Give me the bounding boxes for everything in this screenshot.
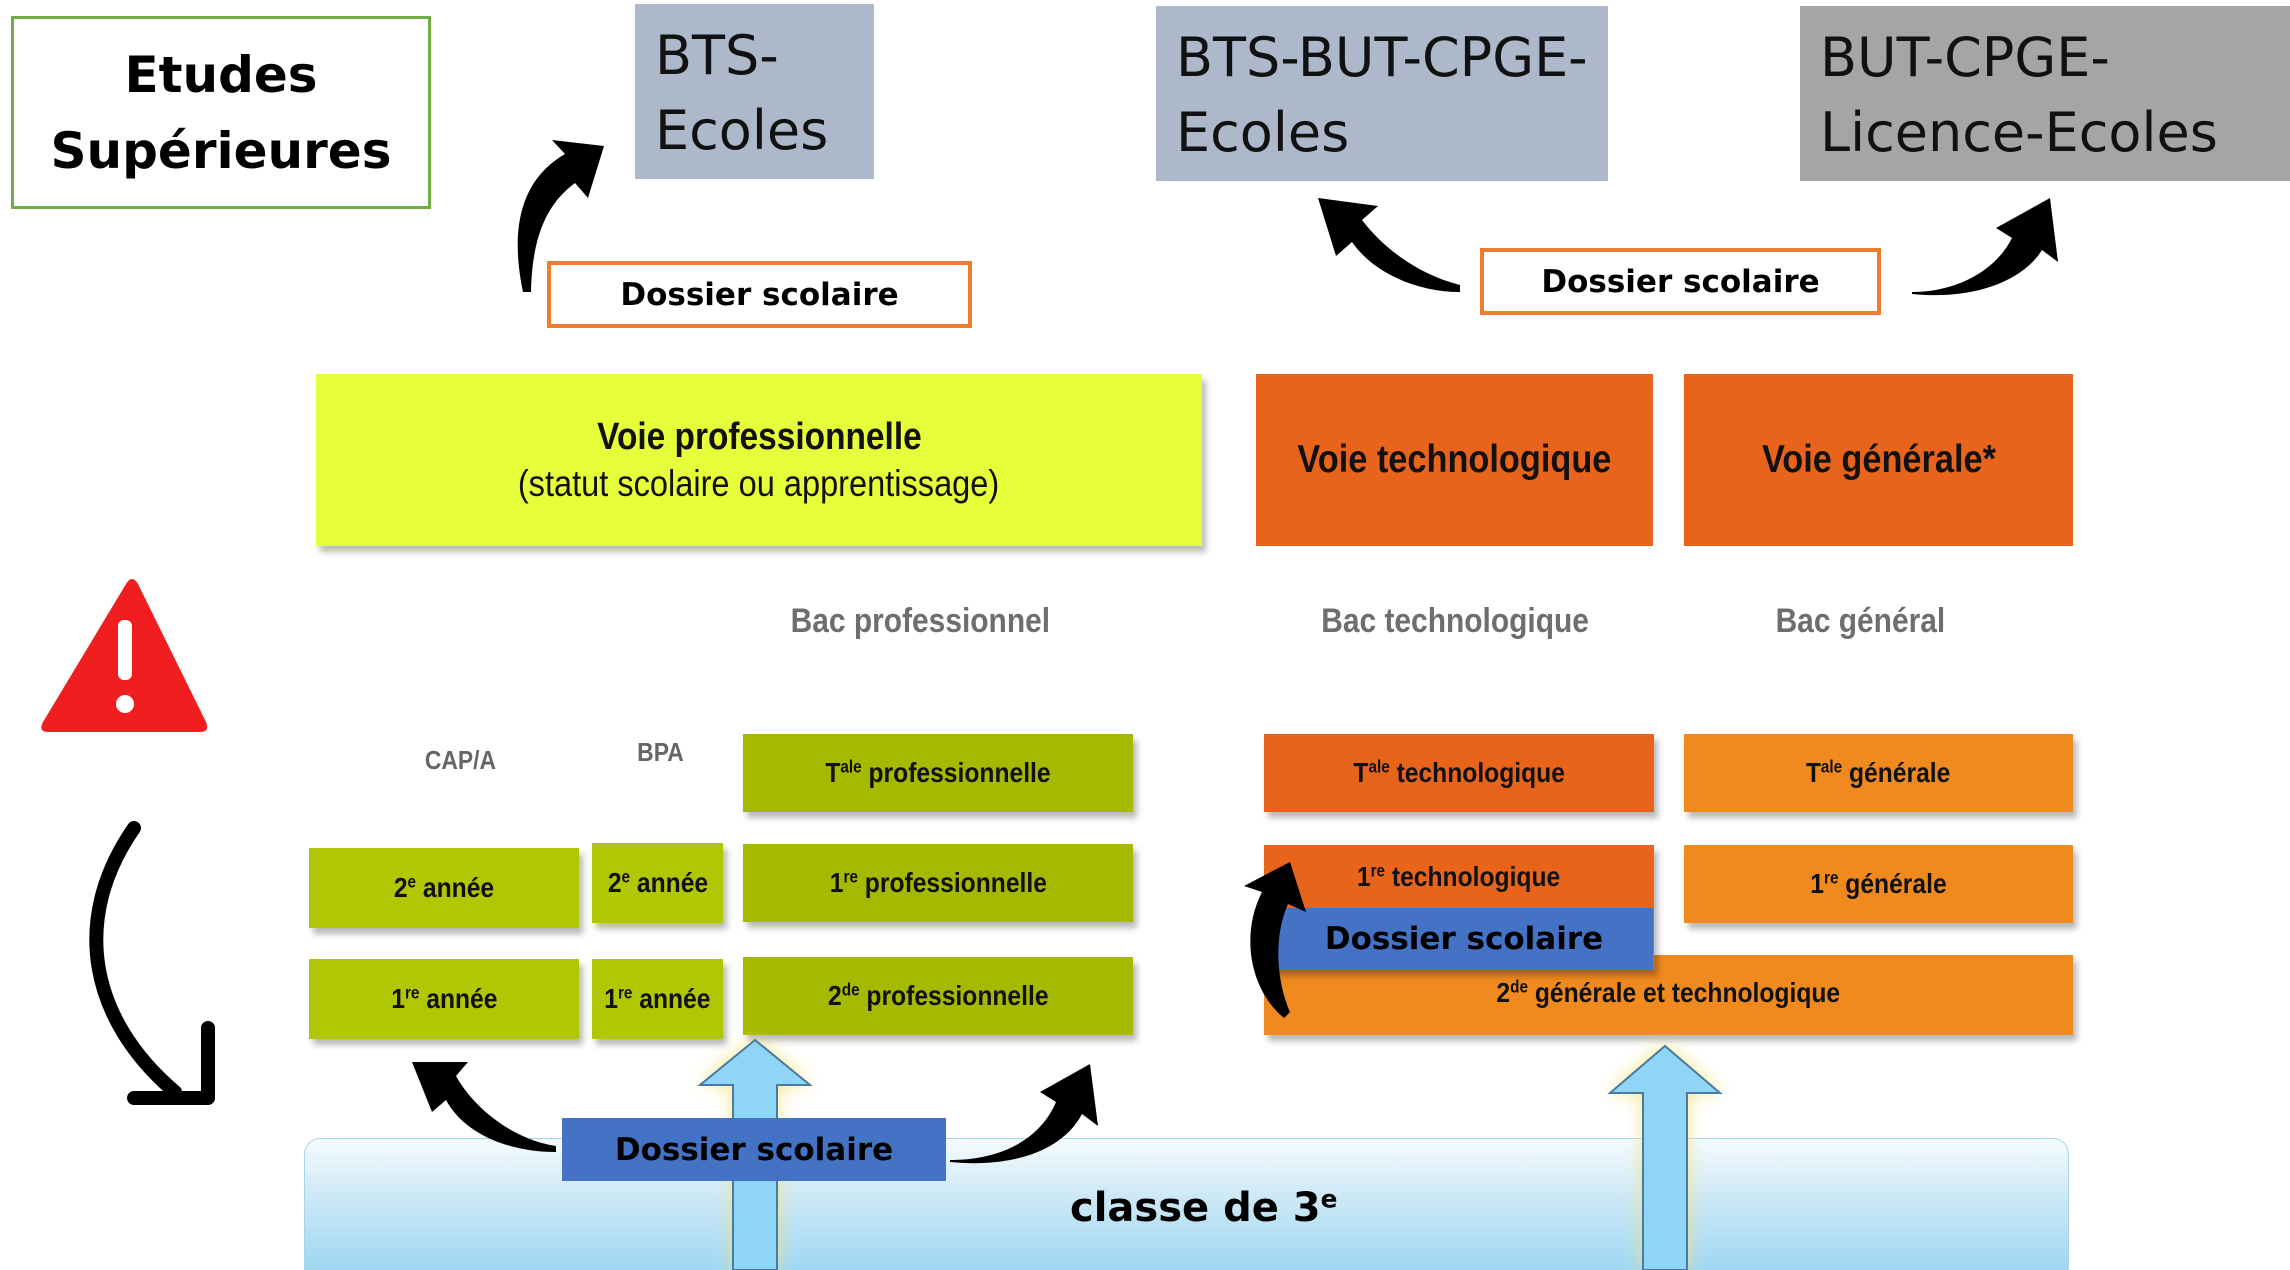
outcome-pro-line2: Ecoles xyxy=(655,99,829,162)
curved-arrow-icon xyxy=(412,1062,556,1152)
outcome-general-box: BUT-CPGE- Licence-Ecoles xyxy=(1800,6,2290,181)
bac-technologique-label: Bac technologique xyxy=(1321,601,1589,640)
outcome-techno-line2: Ecoles xyxy=(1176,101,1350,164)
2de-professionnelle: 2de professionnelle xyxy=(743,957,1133,1035)
classe-de-3e xyxy=(304,1138,2069,1270)
outcome-pro-box: BTS- Ecoles xyxy=(635,4,874,179)
1re-generale: 1re générale xyxy=(1684,845,2073,923)
curved-arrow-icon xyxy=(1318,198,1460,292)
voie-generale: Voie générale* xyxy=(1684,374,2073,546)
title-line1: Etudes xyxy=(124,45,318,104)
outcome-general-line2: Licence-Ecoles xyxy=(1820,101,2218,164)
classe-de-3e-label: classe de 3e xyxy=(1070,1184,1338,1231)
dossier-scolaire-gt: Dossier scolaire xyxy=(1480,248,1881,315)
up-arrow-icon xyxy=(1607,1044,1723,1270)
outcome-techno-box: BTS-BUT-CPGE- Ecoles xyxy=(1156,6,1608,181)
bpa-2e-annee: 2e année xyxy=(592,843,723,923)
voie-professionnelle: Voie professionnelle (statut scolaire ou… xyxy=(316,374,1202,546)
voie-pro-subtitle: (statut scolaire ou apprentissage) xyxy=(518,463,1000,504)
title-box: Etudes Supérieures xyxy=(11,16,431,209)
curved-arrow-icon xyxy=(89,821,215,1105)
voie-pro-title: Voie professionnelle xyxy=(596,416,922,458)
curved-arrow-icon xyxy=(1912,198,2058,296)
outcome-techno-line1: BTS-BUT-CPGE- xyxy=(1176,26,1588,89)
outcome-general-line1: BUT-CPGE- xyxy=(1820,26,2110,89)
cap-2e-annee: 2e année xyxy=(309,848,579,928)
voie-technologique: Voie technologique xyxy=(1256,374,1653,546)
dossier-scolaire-techno: Dossier scolaire xyxy=(1275,908,1653,970)
1re-professionnelle: 1re professionnelle xyxy=(743,844,1133,922)
tale-generale: Tale générale xyxy=(1684,734,2073,812)
bpa-1re-annee: 1re année xyxy=(592,959,723,1039)
curved-arrow-icon xyxy=(950,1064,1098,1164)
curved-arrow-icon xyxy=(1244,862,1306,1018)
tale-technologique: Tale technologique xyxy=(1264,734,1654,812)
curved-arrow-icon xyxy=(517,140,604,292)
title-line2: Supérieures xyxy=(50,121,392,180)
cap-1re-annee: 1re année xyxy=(309,959,579,1039)
warning-icon xyxy=(41,579,208,732)
dossier-scolaire-pro: Dossier scolaire xyxy=(547,261,972,328)
outcome-pro-line1: BTS- xyxy=(655,24,779,87)
bac-general-label: Bac général xyxy=(1775,601,1945,640)
cap-header: CAP/A xyxy=(424,744,496,775)
bac-professionnel-label: Bac professionnel xyxy=(790,601,1050,640)
tale-professionnelle: Tale professionnelle xyxy=(743,734,1133,812)
dossier-scolaire-3e: Dossier scolaire xyxy=(562,1118,946,1181)
bpa-header: BPA xyxy=(636,736,684,767)
